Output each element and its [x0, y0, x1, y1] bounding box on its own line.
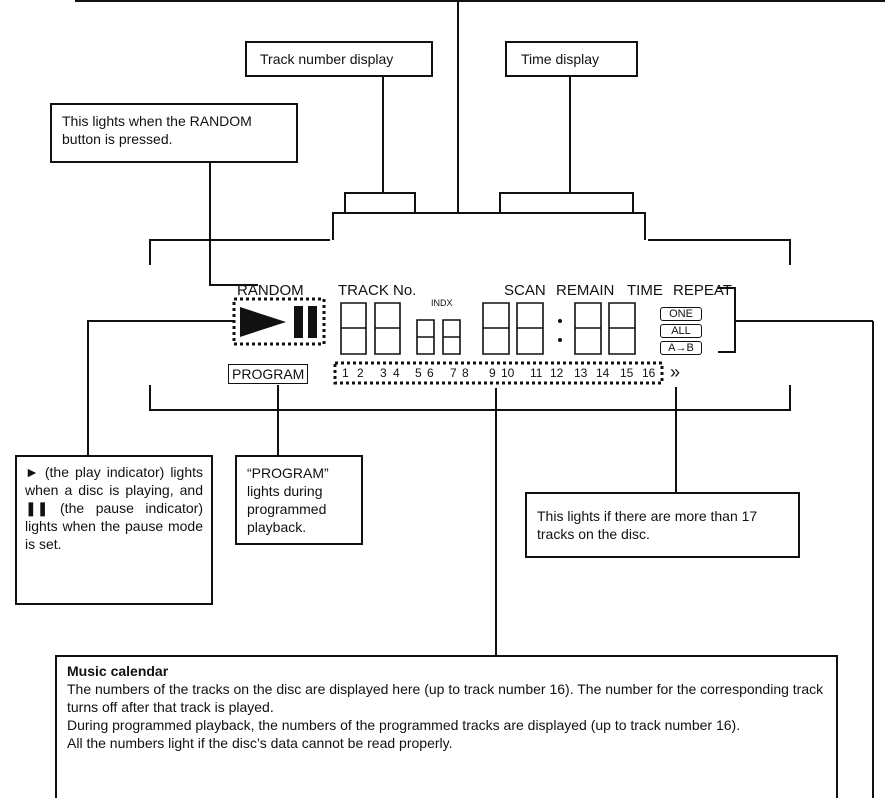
calendar-number: 11: [530, 366, 543, 380]
calendar-number: 12: [550, 366, 564, 380]
music-calendar-title: Music calendar: [67, 663, 169, 679]
calendar-number: 15: [620, 366, 634, 380]
music-calendar-line-2: During programmed playback, the numbers …: [67, 717, 741, 733]
repeat-all-tag: ALL: [660, 324, 702, 338]
music-calendar-callout: Music calendar The numbers of the tracks…: [55, 655, 838, 798]
calendar-number: 3: [380, 366, 387, 380]
repeat-indicator: REPEAT: [673, 282, 732, 299]
remain-indicator: REMAIN: [556, 282, 615, 299]
more-tracks-indicator: »: [670, 362, 681, 382]
calendar-number: 4: [393, 366, 400, 380]
music-calendar-line-1: The numbers of the tracks on the disc ar…: [67, 681, 824, 715]
time-display-callout: Time display: [505, 41, 638, 77]
repeat-one-tag: ONE: [660, 307, 702, 321]
pause-icon: [294, 306, 317, 338]
repeat-ab-tag: A→B: [660, 341, 702, 355]
calendar-number: 10: [501, 366, 515, 380]
track-no-indicator: TRACK No.: [338, 282, 417, 299]
calendar-number: 8: [462, 366, 469, 380]
calendar-number: 6: [427, 366, 434, 380]
indx-indicator: INDX: [431, 298, 453, 308]
program-indicator: PROGRAM: [228, 364, 309, 384]
time-indicator: TIME: [627, 282, 663, 299]
music-calendar-line-3: All the numbers light if the disc’s data…: [67, 735, 453, 751]
calendar-number: 14: [596, 366, 610, 380]
calendar-number: 7: [450, 366, 457, 380]
more-tracks-note: This lights if there are more than 17 tr…: [537, 508, 758, 542]
track-number-display-label: Track number display: [260, 51, 394, 67]
random-callout: This lights when the RANDOM button is pr…: [50, 103, 298, 163]
calendar-number: 5: [415, 366, 422, 380]
calendar-number: 16: [642, 366, 656, 380]
program-note: “PROGRAM” lights during programmed playb…: [247, 465, 329, 535]
calendar-number: 1: [342, 366, 349, 380]
calendar-number: 13: [574, 366, 588, 380]
calendar-number: 2: [357, 366, 364, 380]
time-display-label: Time display: [521, 51, 600, 67]
scan-indicator: SCAN: [504, 282, 546, 299]
play-pause-callout: ► (the play indicator) lights when a dis…: [15, 455, 213, 605]
play-icon: [240, 307, 286, 337]
more-tracks-callout: This lights if there are more than 17 tr…: [525, 492, 800, 558]
play-pause-note: ► (the play indicator) lights when a dis…: [25, 464, 203, 552]
seven-segment-digits: [340, 302, 636, 355]
random-indicator: RANDOM: [237, 282, 304, 299]
calendar-number: 9: [489, 366, 496, 380]
track-number-display-callout: Track number display: [245, 41, 433, 77]
program-callout: “PROGRAM” lights during programmed playb…: [235, 455, 363, 545]
random-note: This lights when the RANDOM button is pr…: [62, 113, 252, 147]
